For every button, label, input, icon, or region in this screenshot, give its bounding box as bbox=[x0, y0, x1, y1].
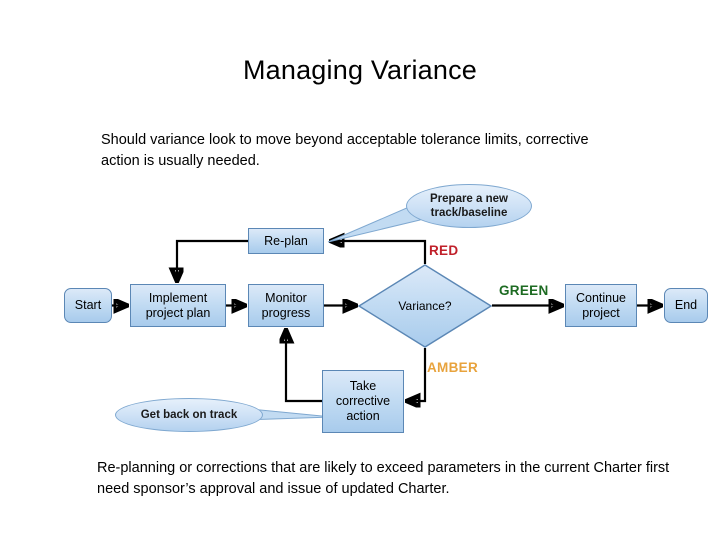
intro-paragraph: Should variance look to move beyond acce… bbox=[101, 132, 589, 169]
flow-node-start[interactable]: Start bbox=[64, 288, 112, 323]
edge-label-amber: AMBER bbox=[427, 360, 478, 375]
edge-replan-implement bbox=[177, 239, 248, 280]
flow-node-corrective-label: Take corrective action bbox=[335, 379, 391, 423]
flow-node-replan-label: Re-plan bbox=[264, 233, 308, 248]
edge-label-green: GREEN bbox=[499, 283, 549, 298]
flow-node-monitor-label: Monitor progress bbox=[261, 290, 311, 320]
diamond-shape bbox=[358, 264, 492, 348]
callout-getback-label: Get back on track bbox=[115, 398, 263, 432]
edge-variance-replan-red bbox=[332, 241, 427, 264]
flow-node-variance-decision[interactable]: Variance? bbox=[358, 264, 492, 348]
flow-node-end[interactable]: End bbox=[664, 288, 708, 323]
flow-node-end-label: End bbox=[674, 298, 698, 312]
flow-node-variance-label: Variance? bbox=[398, 299, 452, 313]
edge-variance-corrective-amber bbox=[408, 348, 427, 401]
flow-node-continue-label: Continue project bbox=[575, 290, 627, 320]
flow-node-implement-label: Implement project plan bbox=[145, 290, 211, 320]
page-title: Managing Variance bbox=[242, 55, 478, 85]
flow-node-re-plan[interactable]: Re-plan bbox=[248, 228, 324, 254]
edge-corrective-monitor bbox=[286, 331, 322, 403]
callout-get-back-on-track[interactable]: Get back on track bbox=[115, 398, 263, 432]
callout-prepare-new-track[interactable]: Prepare a new track/baseline bbox=[406, 184, 532, 228]
flow-node-continue-project[interactable]: Continue project bbox=[565, 284, 637, 327]
flow-node-take-corrective-action[interactable]: Take corrective action bbox=[322, 370, 404, 433]
flow-node-implement-project-plan[interactable]: Implement project plan bbox=[130, 284, 226, 327]
flow-node-start-label: Start bbox=[74, 298, 102, 312]
edge-label-red: RED bbox=[429, 243, 459, 258]
callout-prepare-label: Prepare a new track/baseline bbox=[406, 184, 532, 228]
flow-node-monitor-progress[interactable]: Monitor progress bbox=[248, 284, 324, 327]
footer-paragraph: Re-planning or corrections that are like… bbox=[97, 460, 670, 497]
